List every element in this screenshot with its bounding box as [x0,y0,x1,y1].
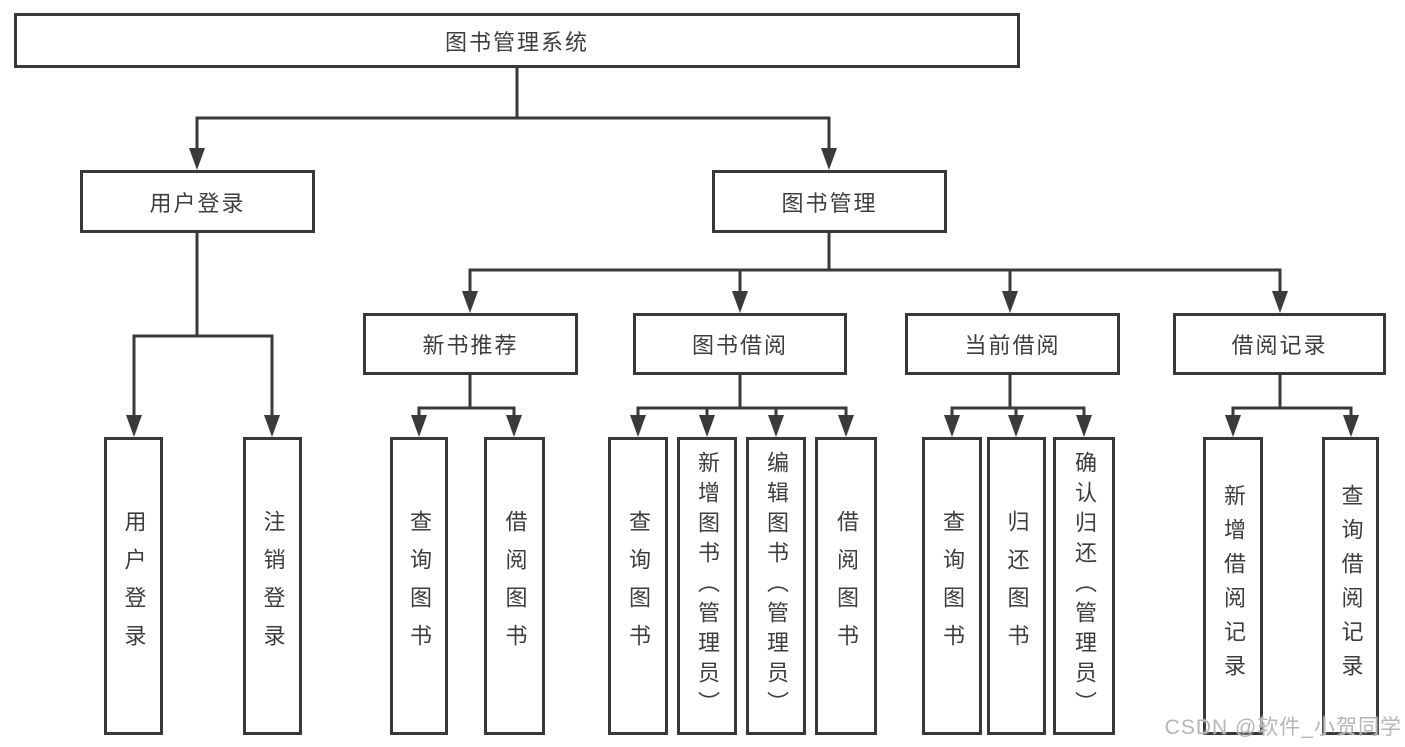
node-current-borrowing: 当前借阅 [905,313,1120,375]
arrowhead-down-icon [821,148,837,170]
arrowhead-down-icon [1225,415,1241,437]
node-book-management-label: 图书管理 [781,190,878,216]
node-current-borrowing-label: 当前借阅 [964,333,1061,358]
connector-book-mgmt-children [462,231,1288,313]
arrowhead-down-icon [944,415,960,437]
connector-line [950,373,1086,419]
leaf-add-book-admin-label: 新增图书（管理员） [695,451,720,721]
leaf-query-books-borrowing-label: 查询图书 [626,510,651,662]
arrowhead-down-icon [506,415,522,437]
leaf-edit-book-admin-label: 编辑图书（管理员） [764,451,789,721]
node-book-borrowing: 图书借阅 [633,313,847,375]
leaf-logout-label: 注销登录 [260,510,286,662]
leaf-edit-book-admin: 编辑图书（管理员） [746,437,806,735]
connector-new-book-rec-children [411,373,522,437]
arrowhead-down-icon [1272,291,1288,313]
leaf-query-books-borrowing: 查询图书 [608,437,668,735]
arrowhead-down-icon [768,415,784,437]
arrowhead-down-icon [462,291,478,313]
node-borrowing-records: 借阅记录 [1173,313,1386,375]
leaf-borrow-books-recommend-label: 借阅图书 [502,510,528,662]
node-root: 图书管理系统 [14,13,1020,68]
arrowhead-down-icon [699,415,715,437]
arrowhead-down-icon [411,415,427,437]
node-user-login: 用户登录 [80,170,315,233]
leaf-query-books-current-label: 查询图书 [940,510,965,662]
connector-current-borrow-children [944,373,1092,437]
connector-book-borrow-children [630,373,854,437]
connector-borrow-records-children [1225,373,1359,437]
csdn-watermark: CSDN @软件_小贺同学 [1164,716,1402,739]
node-user-login-label: 用户登录 [149,190,246,216]
leaf-user-login: 用户登录 [104,437,163,735]
node-borrowing-records-label: 借阅记录 [1231,333,1328,358]
arrowhead-down-icon [126,415,142,437]
connector-line [636,373,848,419]
connector-line [468,231,1282,295]
arrowhead-down-icon [838,415,854,437]
leaf-add-book-admin: 新增图书（管理员） [677,437,737,735]
connector-line [1231,373,1353,419]
leaf-borrow-books-recommend: 借阅图书 [484,437,545,735]
arrowhead-down-icon [732,291,748,313]
arrowhead-down-icon [189,148,205,170]
arrowhead-down-icon [1008,415,1024,437]
arrowhead-down-icon [1002,291,1018,313]
leaf-add-borrow-record-label: 新增借阅记录 [1221,484,1246,688]
leaf-return-book: 归还图书 [987,437,1046,735]
leaf-query-books-current: 查询图书 [922,437,982,735]
node-book-management: 图书管理 [712,170,947,233]
leaf-confirm-return-admin-label: 确认归还（管理员） [1072,451,1097,721]
leaf-user-login-label: 用户登录 [121,510,147,662]
node-book-borrowing-label: 图书借阅 [691,333,788,358]
leaf-return-book-label: 归还图书 [1004,510,1030,662]
arrowhead-down-icon [1343,415,1359,437]
connector-line [132,231,274,419]
node-root-label: 图书管理系统 [444,29,589,55]
node-new-book-recommend-label: 新书推荐 [422,333,519,358]
connector-root-to-level2 [189,66,837,170]
leaf-query-books-recommend: 查询图书 [390,437,448,735]
leaf-query-borrow-record: 查询借阅记录 [1322,437,1379,735]
connector-line [417,373,516,419]
connector-line [195,66,831,152]
arrowhead-down-icon [264,415,280,437]
node-new-book-recommend: 新书推荐 [363,313,578,375]
arrowhead-down-icon [630,415,646,437]
leaf-logout: 注销登录 [243,437,302,735]
leaf-borrow-books-borrowing: 借阅图书 [815,437,877,735]
leaf-borrow-books-borrowing-label: 借阅图书 [834,510,859,662]
leaf-confirm-return-admin: 确认归还（管理员） [1053,437,1115,735]
leaf-query-books-recommend-label: 查询图书 [407,510,432,662]
arrowhead-down-icon [1076,415,1092,437]
leaf-add-borrow-record: 新增借阅记录 [1203,437,1263,735]
connector-user-login-children [126,231,280,437]
leaf-query-borrow-record-label: 查询借阅记录 [1338,484,1364,688]
